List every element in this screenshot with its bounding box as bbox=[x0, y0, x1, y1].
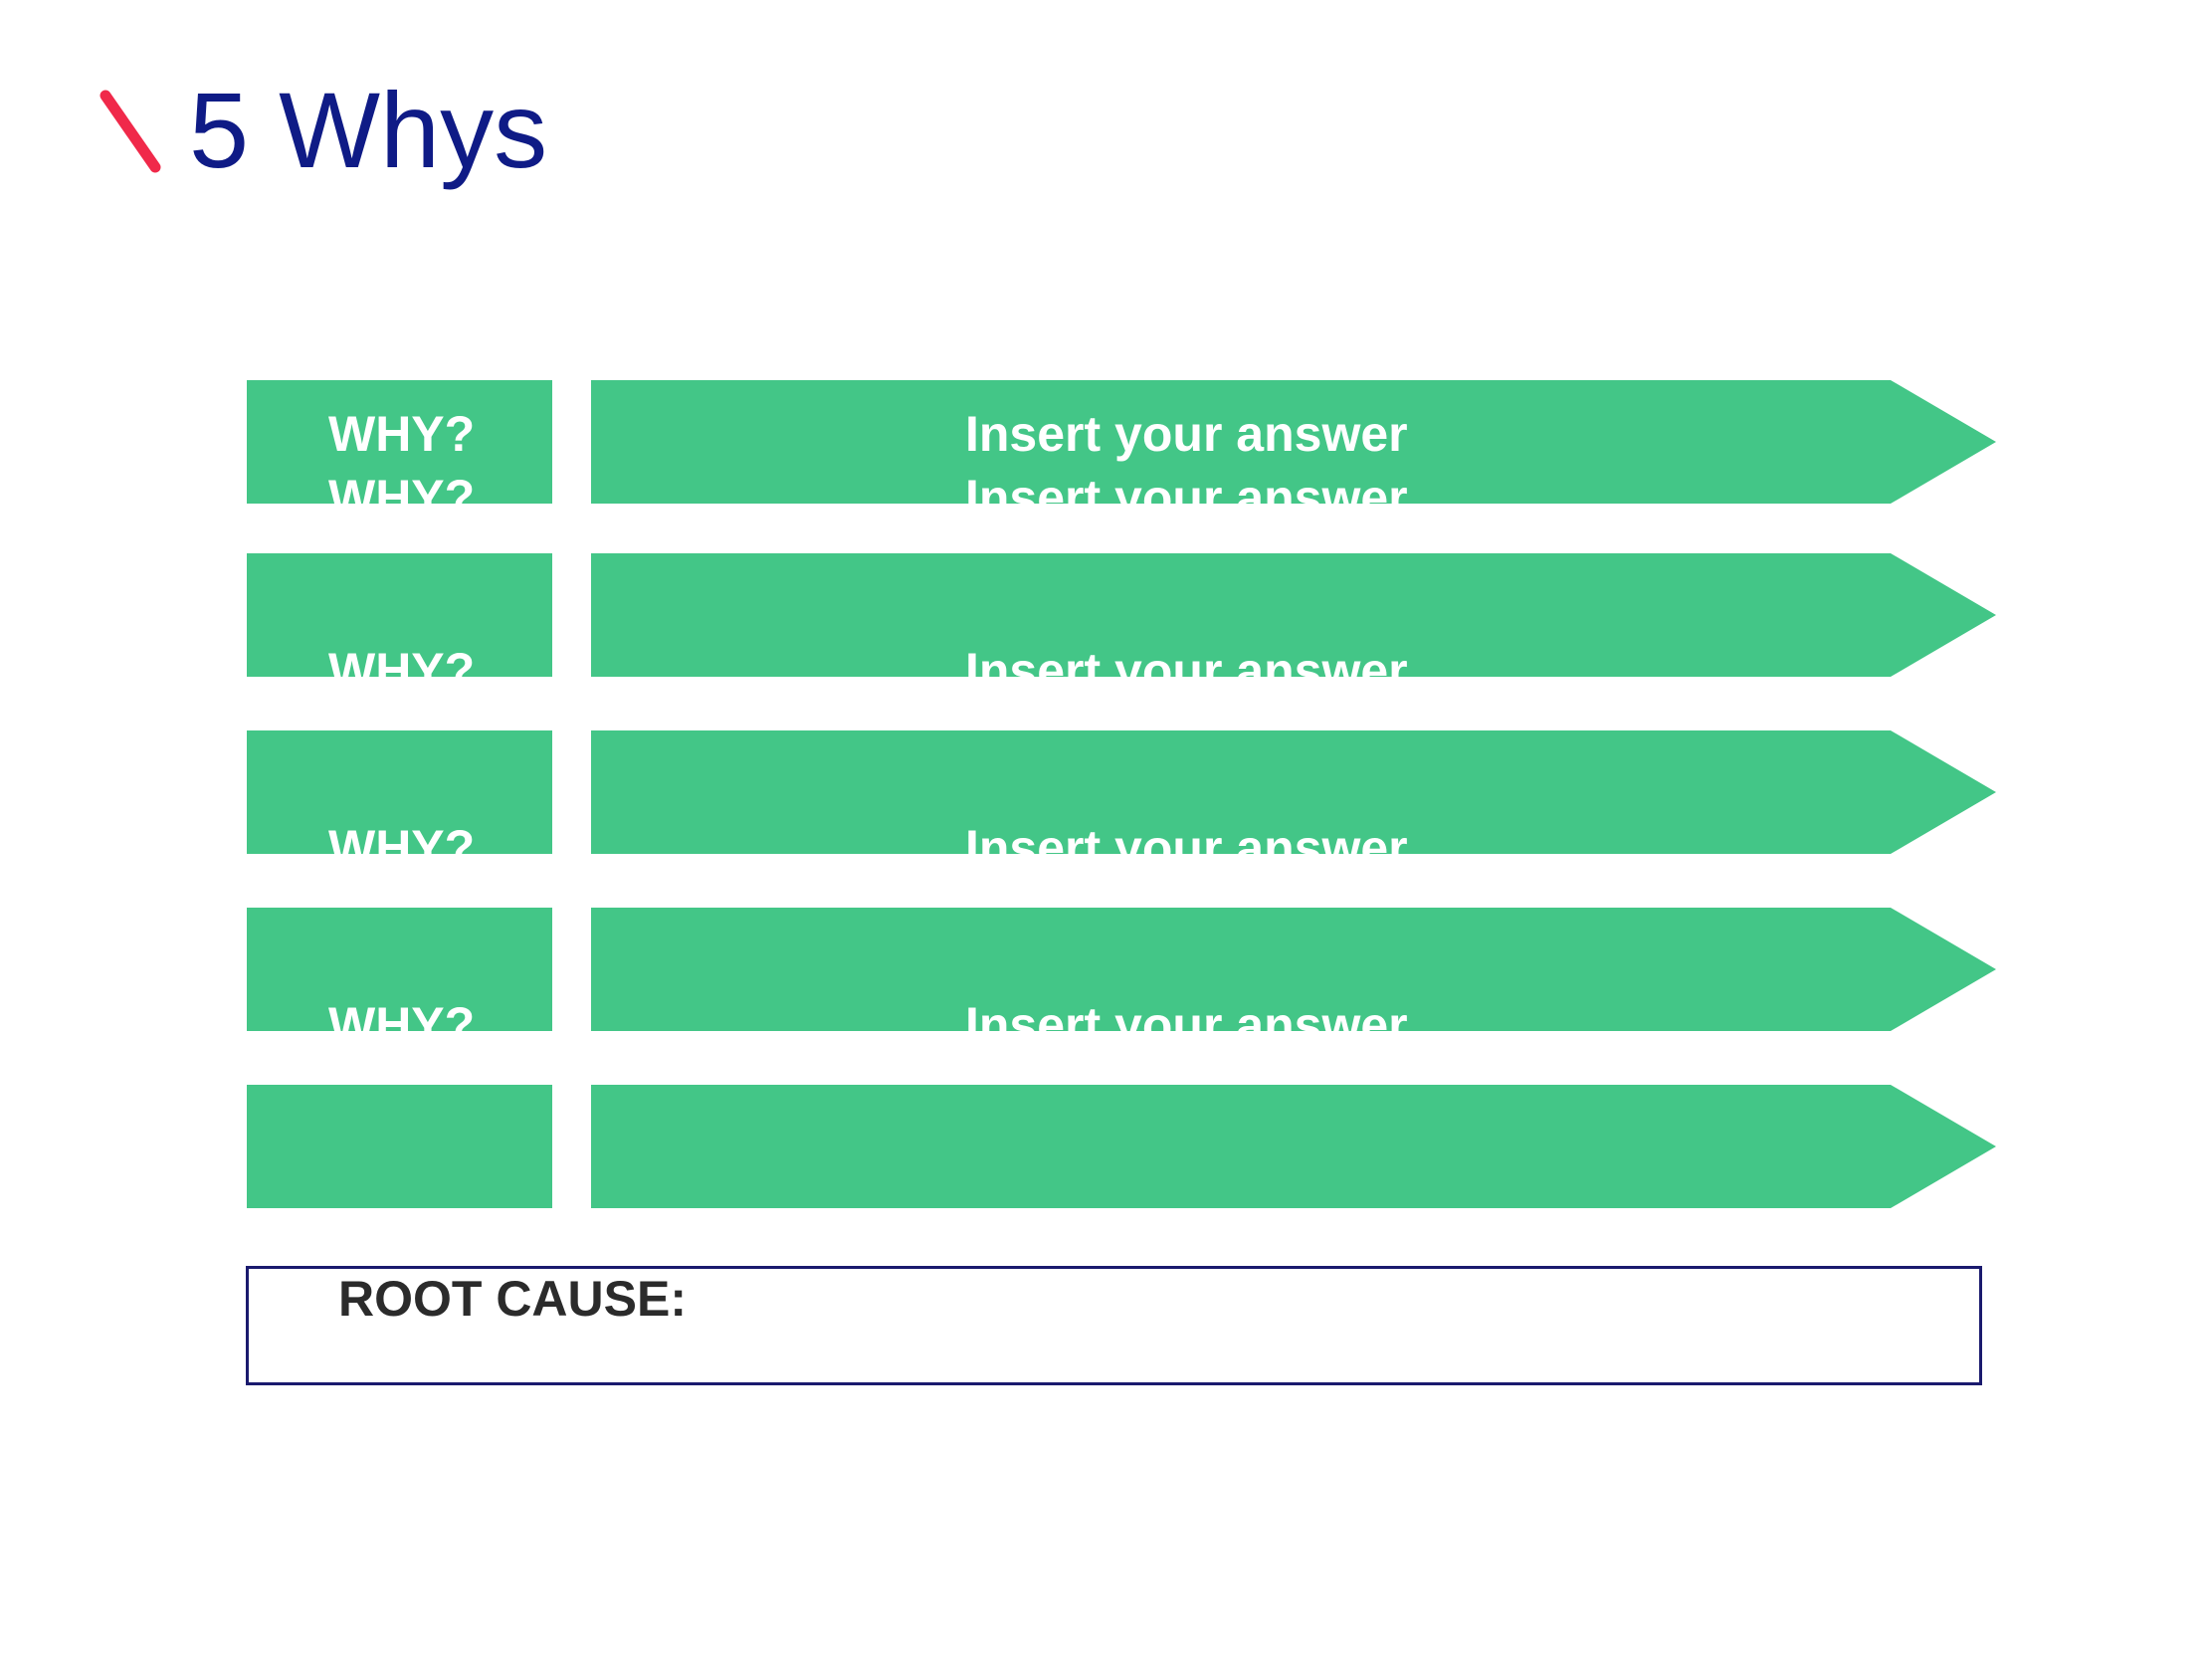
page-title: 5 Whys bbox=[189, 70, 548, 190]
why-box bbox=[247, 1085, 552, 1208]
why-row-3: WHY? Insert your answer bbox=[0, 730, 2212, 854]
why-box: WHY? WHY? bbox=[247, 380, 552, 504]
answer-text: Insert your answer bbox=[965, 997, 1408, 1031]
answer-text-overflow: Insert your answer bbox=[965, 470, 1408, 504]
answer-arrow[interactable]: Insert your answer bbox=[591, 908, 1996, 1031]
why-label: WHY? bbox=[328, 997, 476, 1031]
why-label: WHY? bbox=[328, 406, 476, 462]
why-row-5 bbox=[0, 1085, 2212, 1208]
why-row-1: WHY? WHY? Insert your answer Insert your… bbox=[0, 380, 2212, 504]
answer-arrow[interactable]: Insert your answer bbox=[591, 730, 1996, 854]
slash-logo-icon bbox=[100, 90, 161, 173]
why-label: WHY? bbox=[328, 643, 476, 677]
why-box: WHY? bbox=[247, 908, 552, 1031]
why-row-2: WHY? Insert your answer bbox=[0, 553, 2212, 677]
root-cause-box[interactable]: ROOT CAUSE: bbox=[246, 1266, 1982, 1385]
why-label: WHY? bbox=[328, 820, 476, 854]
root-cause-label: ROOT CAUSE: bbox=[338, 1271, 687, 1327]
why-label-overflow: WHY? bbox=[328, 470, 476, 504]
why-row-4: WHY? Insert your answer bbox=[0, 908, 2212, 1031]
answer-text: Insert your answer bbox=[965, 406, 1408, 462]
answer-arrow[interactable]: Insert your answer bbox=[591, 553, 1996, 677]
why-box: WHY? bbox=[247, 730, 552, 854]
answer-text: Insert your answer bbox=[965, 643, 1408, 677]
answer-arrow[interactable] bbox=[591, 1085, 1996, 1208]
answer-arrow[interactable]: Insert your answer Insert your answer bbox=[591, 380, 1996, 504]
why-box: WHY? bbox=[247, 553, 552, 677]
answer-text: Insert your answer bbox=[965, 820, 1408, 854]
